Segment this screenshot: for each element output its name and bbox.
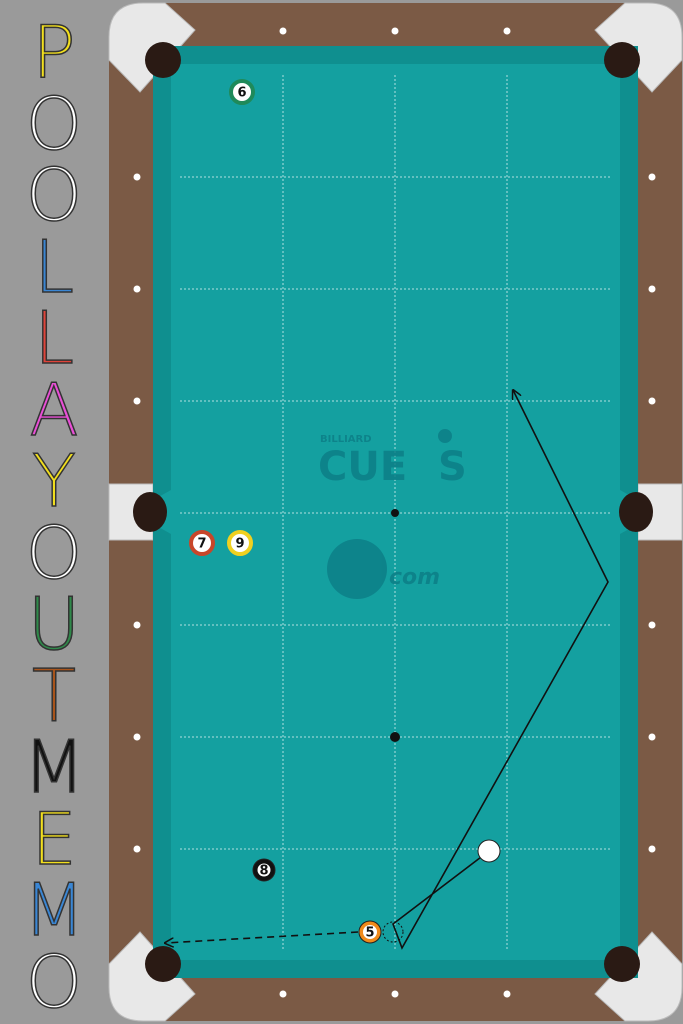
ball-number: 5 [365, 926, 374, 941]
ball-8[interactable]: 8 [252, 858, 276, 882]
ball-5[interactable]: 5 [358, 920, 382, 944]
title-letter: Y [31, 439, 76, 523]
title-pool-layout-memo: P O O L L A Y O U T M E M O [0, 0, 108, 1024]
title-letter: M [22, 725, 86, 809]
rail-diamond [279, 27, 287, 35]
ball-body [477, 839, 501, 863]
ball-number: 8 [259, 864, 268, 879]
corner-guard-bottom-right [594, 931, 683, 1022]
logo-ball-icon [438, 429, 452, 443]
ball-number: 6 [237, 86, 246, 101]
rail-diamond [648, 621, 656, 629]
rail-diamond [503, 990, 511, 998]
rail-diamond [648, 285, 656, 293]
rail-diamond [648, 173, 656, 181]
pocket-bottom-left [145, 946, 181, 982]
logo-small-text: BILLIARD [320, 434, 372, 445]
pocket-side-right [619, 492, 653, 532]
ball-stripe [229, 79, 255, 105]
ball-number: 9 [235, 537, 244, 552]
title-letter: O [25, 153, 83, 237]
rail-diamond [279, 990, 287, 998]
cue-ball[interactable] [477, 839, 501, 863]
rail-diamond [133, 285, 141, 293]
sidebar: P O O L L A Y O U T M E M O [0, 0, 108, 1024]
balls: 6 7 9 8 5 [189, 79, 501, 944]
rail-diamond [133, 733, 141, 741]
rail-diamond [133, 397, 141, 405]
rail-diamond [648, 733, 656, 741]
shot-paths [165, 390, 609, 950]
rail-diamond [133, 845, 141, 853]
ball-number: 7 [197, 537, 206, 552]
rail-diamond [648, 845, 656, 853]
rail-diamond [133, 621, 141, 629]
logo-com-text: com [389, 565, 440, 590]
logo-emblem-icon [327, 539, 387, 599]
rail-diamond [648, 397, 656, 405]
corner-guard-top-right [594, 2, 683, 93]
foot-spot [390, 732, 400, 742]
rail-diamond [503, 27, 511, 35]
pocket-bottom-right [604, 946, 640, 982]
pocket-top-right [604, 42, 640, 78]
title-letter: E [31, 796, 78, 881]
ball-6[interactable]: 6 [229, 79, 255, 105]
object-ball-path [165, 931, 359, 943]
title-letter: O [25, 510, 83, 595]
rail-diamond [391, 990, 399, 998]
rail-diamond [133, 173, 141, 181]
title-letter: L [33, 296, 75, 380]
ball-7[interactable]: 7 [189, 530, 215, 556]
rail-diamond [391, 27, 399, 35]
title-letter: O [25, 81, 83, 166]
ball-stripe [189, 530, 215, 556]
rail-diamonds [133, 27, 656, 998]
cues-logo: BILLIARD CUE S com [318, 429, 467, 599]
title-letter: L [33, 224, 75, 309]
logo-main-text: CUE [318, 444, 407, 490]
pocket-side-left [133, 492, 167, 532]
cue-ball-path [392, 390, 609, 950]
title-letter: O [25, 939, 83, 1024]
title-letter: A [29, 367, 80, 452]
ghost-ball [382, 921, 404, 943]
title-letter: U [27, 582, 81, 666]
pocket-top-left [145, 42, 181, 78]
center-spot [391, 509, 399, 517]
title-letter: T [31, 653, 76, 738]
ball-stripe [227, 530, 253, 556]
ball-9[interactable]: 9 [227, 530, 253, 556]
title-letter: M [22, 868, 86, 952]
title-letter: P [32, 10, 77, 94]
logo-suffix-text: S [438, 444, 467, 490]
